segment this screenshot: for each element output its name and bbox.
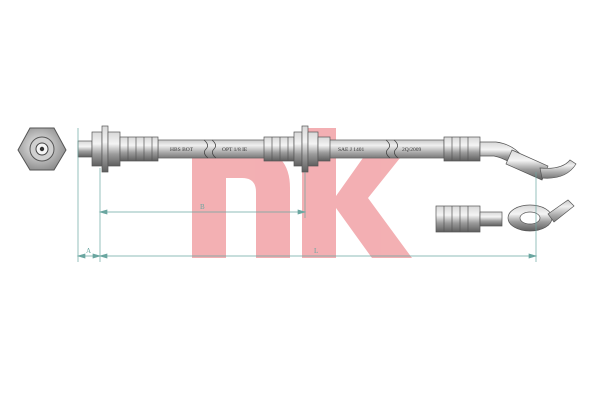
banjo-fitting [435,199,575,233]
dimension-label-l: L [314,247,318,255]
right-fitting [443,136,577,181]
hose-marking-4: 2Q/2009 [402,147,422,153]
left-fitting [77,125,159,173]
hose-break-marks [203,139,399,159]
dimension-lines [76,128,538,262]
dimension-label-b: B [200,203,205,211]
hose-marking-3: SAE J 1401 [338,147,365,153]
hose-marking-2: OPT 1/8 IE [222,147,248,153]
middle-fitting [263,125,331,173]
brake-hose: HBS BOT OPT 1/8 IE SAE J 1401 2Q/2009 [77,125,577,181]
hose-marking-1: HBS BOT [170,147,194,153]
dimension-label-a: A [86,247,91,255]
end-view-fitting [17,127,67,171]
